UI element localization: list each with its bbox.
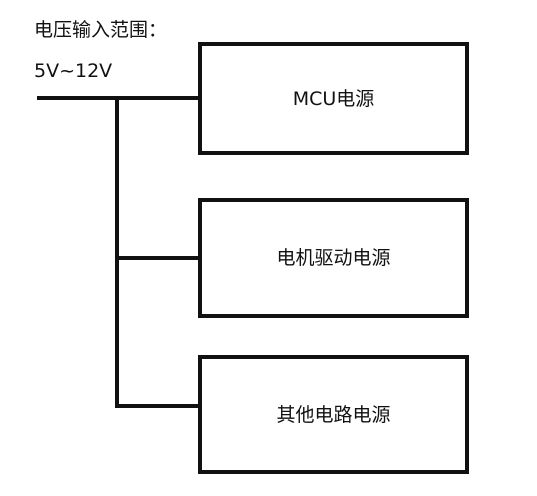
distribution-trunk-line [115,96,119,408]
motor-driver-power-block: 电机驱动电源 [198,198,469,318]
motor-driver-power-label: 电机驱动电源 [276,247,391,269]
other-branch-line [115,404,200,408]
input-voltage-range: 5V~12V [34,60,113,82]
motor-branch-line [115,256,200,260]
mcu-power-block: MCU电源 [198,42,469,155]
mcu-power-label: MCU电源 [292,87,375,110]
other-circuits-power-block: 其他电路电源 [198,355,469,474]
input-voltage-title: 电压输入范围： [34,19,168,41]
other-circuits-power-label: 其他电路电源 [276,403,391,426]
